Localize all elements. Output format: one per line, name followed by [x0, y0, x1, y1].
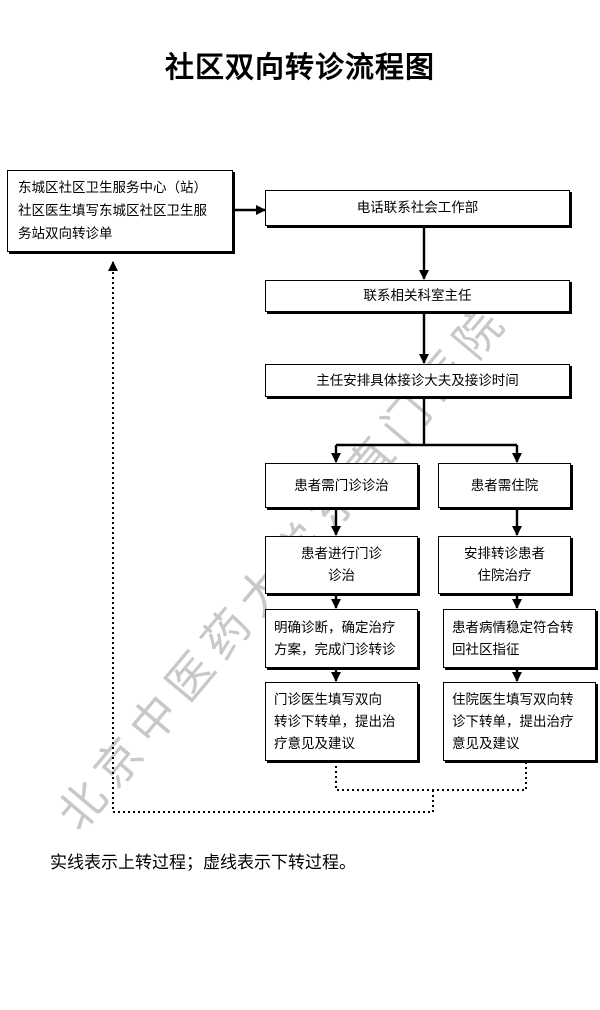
inpatient-doctor-text: 住院医生填写双向转 诊下转单，提出治疗 意见及建议 — [452, 691, 574, 752]
arrange-doctor-box: 主任安排具体接诊大夫及接诊时间 — [265, 364, 570, 397]
branch-arrange — [336, 397, 517, 447]
dotted-merge — [335, 761, 527, 791]
diagnosis-box: 明确诊断，确定治疗 方案，完成门诊转诊 — [265, 609, 418, 668]
inpatient-treatment-text: 安排转诊患者 住院治疗 — [464, 546, 545, 584]
phone-social-work-text: 电话联系社会工作部 — [356, 200, 479, 216]
arrange-doctor-text: 主任安排具体接诊大夫及接诊时间 — [316, 372, 519, 389]
inpatient-need-text: 患者需住院 — [470, 477, 539, 494]
outpatient-doctor-box: 门诊医生填写双向 转诊下转单，提出治 疗意见及建议 — [265, 682, 418, 761]
community-center-box: 东城区社区卫生服务中心（站） 社区医生填写东城区社区卫生服 务站双向转诊单 — [7, 170, 233, 252]
stable-condition-text: 患者病情稳定符合转 回社区指征 — [452, 619, 574, 658]
inpatient-treatment-box: 安排转诊患者 住院治疗 — [438, 536, 571, 594]
diagnosis-text: 明确诊断，确定治疗 方案，完成门诊转诊 — [274, 619, 396, 658]
stable-condition-box: 患者病情稳定符合转 回社区指征 — [443, 609, 596, 668]
community-center-text: 东城区社区卫生服务中心（站） 社区医生填写东城区社区卫生服 务站双向转诊单 — [18, 179, 207, 242]
phone-social-work-box: 电话联系社会工作部 — [265, 190, 570, 226]
outpatient-need-box: 患者需门诊诊治 — [265, 463, 418, 508]
inpatient-doctor-box: 住院医生填写双向转 诊下转单，提出治疗 意见及建议 — [443, 682, 596, 761]
outpatient-doctor-text: 门诊医生填写双向 转诊下转单，提出治 疗意见及建议 — [274, 691, 396, 752]
outpatient-treatment-box: 患者进行门诊 诊治 — [265, 536, 418, 594]
inpatient-need-box: 患者需住院 — [438, 463, 571, 508]
outpatient-treatment-text: 患者进行门诊 诊治 — [301, 546, 382, 584]
page-title: 社区双向转诊流程图 — [164, 50, 435, 84]
dotted-return — [108, 261, 434, 813]
outpatient-need-text: 患者需门诊诊治 — [294, 477, 389, 494]
contact-director-text: 联系相关科室主任 — [363, 288, 472, 304]
legend-note: 实线表示上转过程；虚线表示下转过程。 — [50, 853, 356, 873]
contact-director-box: 联系相关科室主任 — [265, 280, 570, 312]
